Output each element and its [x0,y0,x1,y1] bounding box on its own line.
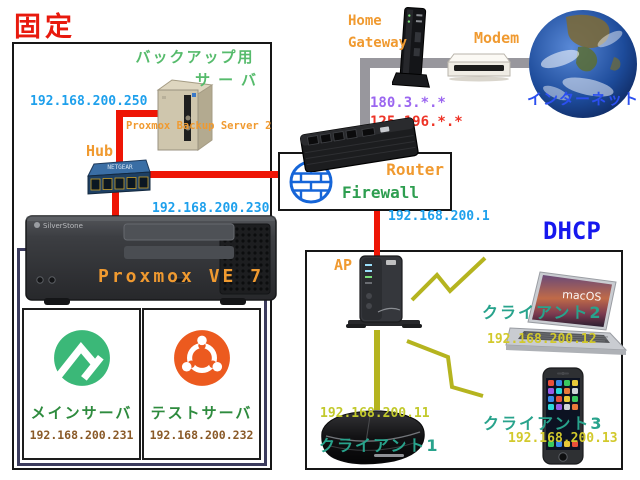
proxmox-host-label: Proxmox VE 7 [98,266,265,287]
client2-name: クライアント2 [482,303,603,322]
backup-server-name-line2: サーバ [195,71,264,89]
modem-image [447,53,511,82]
backup-server-tower-image [156,79,214,151]
router-lan-ip: 192.168.200.1 [388,209,490,224]
vm-test-server-name: テストサーバ [150,404,253,422]
hub-downlink-ip: 192.168.200.230 [152,201,270,216]
wan-cable-vertical [360,58,370,130]
proxmox-server-case-image: SilverStone [25,215,277,305]
client3-iphone-image [542,367,584,465]
vm-main-server-name: メインサーバ [30,404,133,422]
dhcp-zone-title: DHCP [543,217,601,245]
home-gateway-label-line2: Gateway [348,35,408,51]
client3-ip: 192.168.200.13 [508,431,618,446]
client1-ps3-image [321,410,425,465]
home-gateway-label-line1: Home [348,13,382,29]
ethernet-cable-router-to-ap [374,206,380,258]
client2-ip: 192.168.200.12 [487,332,597,347]
vm-main-server-box: メインサーバ 192.168.200.231 [22,308,141,460]
home-gateway-label: Home Gateway [348,10,407,54]
access-point-image [346,255,422,328]
modem-label: Modem [474,29,520,47]
vm-test-server-ip: 192.168.200.232 [149,428,254,442]
vm-test-server-box: テストサーバ 192.168.200.232 [142,308,261,460]
ubuntu-logo-icon [173,330,230,386]
client1-ip: 192.168.200.11 [320,406,430,421]
client3-name: クライアント3 [483,414,604,433]
hub-label: Hub [86,142,114,160]
vm-main-server-ip: 192.168.200.231 [29,428,134,442]
ethernet-cable-hub-to-server [112,189,119,222]
access-point-label: AP [334,256,353,274]
home-gateway-image [392,6,431,88]
client2-screen-label: macOS [562,288,602,304]
firewall-label: Firewall [342,183,420,202]
hub-switch-image: NETGEAR [87,159,151,195]
internet-earth-image [529,10,637,118]
router-label: Router [386,160,444,179]
ethernet-cable-backup-horizontal [116,110,164,117]
hub-brand-text: NETGEAR [107,164,133,171]
case-brand-text: SilverStone [43,222,83,230]
ethernet-cable-hub-to-router [148,171,280,178]
rocky-linux-logo-icon [53,330,110,386]
router-wan-ip1: 180.3.*.* [370,95,446,111]
router-device-image [300,117,419,172]
backup-server-software-label: Proxmox Backup Server 2 [126,120,272,132]
backup-server-name-line1: バックアップ用 [135,48,255,66]
dhcp-zone-box [305,250,623,470]
ethernet-cable-backup-vertical [116,110,123,168]
fixed-zone-title: 固定 [14,12,76,43]
backup-server-ip: 192.168.200.250 [30,94,148,109]
client1-name: クライアント1 [319,436,440,455]
client2-macbook-image: macOS [505,271,628,355]
internet-label: インターネット [527,90,640,108]
